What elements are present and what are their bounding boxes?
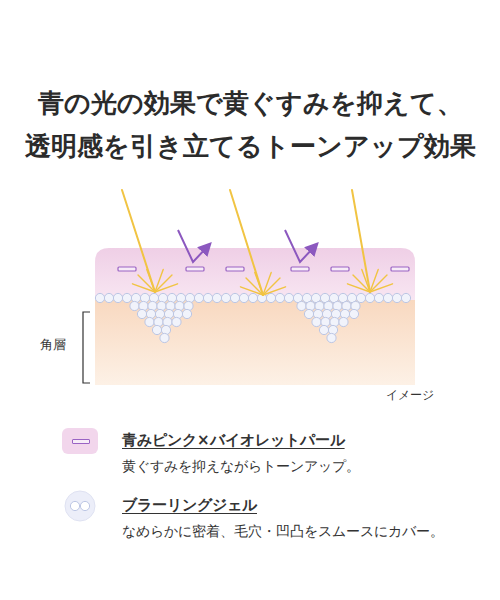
- diagram-label: イメージ: [386, 388, 434, 403]
- gel-bubble: [284, 293, 293, 302]
- gel-bubble: [349, 309, 358, 318]
- gel-bubble: [160, 333, 169, 342]
- gel-bubble: [356, 293, 365, 302]
- skin-layer: [95, 292, 415, 385]
- gel-bubble: [383, 293, 392, 302]
- gel-bubble: [145, 317, 154, 326]
- gel-bubble: [266, 293, 275, 302]
- gel-bubble: [230, 293, 239, 302]
- light-ray: [255, 272, 263, 295]
- gel-bubble: [374, 293, 383, 302]
- legend-swatch: [62, 428, 98, 454]
- gel-bubble: [275, 293, 284, 302]
- gel-bubble: [339, 317, 348, 326]
- legend-item: ブラーリングジェル: [62, 493, 482, 523]
- gel-bubble: [392, 293, 401, 302]
- gel-circle: [65, 491, 95, 521]
- gel-bubble: [365, 293, 374, 302]
- legend-heading: ブラーリングジェル: [122, 496, 257, 515]
- gel-bubble: [203, 293, 212, 302]
- gel-bubble: [152, 325, 161, 334]
- light-ray: [362, 269, 370, 292]
- gel-bubble: [122, 293, 131, 302]
- gel-bubble: [304, 309, 313, 318]
- gel-bubble: [327, 333, 336, 342]
- legend-gel-symbol: [62, 490, 98, 522]
- gel-bubble: [297, 301, 306, 310]
- gel-bubble: [312, 317, 321, 326]
- pearl-dash: [72, 439, 90, 444]
- gel-bubble: [212, 293, 221, 302]
- light-rays: [122, 190, 393, 295]
- light-ray: [263, 287, 286, 295]
- gel-bubble: [70, 501, 79, 510]
- legend-description: なめらかに密着、毛穴・凹凸をスムースにカバー。: [122, 523, 444, 541]
- gel-bubble: [95, 293, 104, 302]
- gel-bubble: [172, 317, 181, 326]
- gel-bubble: [80, 501, 89, 510]
- gel-bubble: [221, 293, 230, 302]
- legend-item: 青みピンク×バイオレットパール: [62, 428, 482, 458]
- light-ray: [155, 284, 178, 292]
- gel-bubble: [239, 293, 248, 302]
- legend-description: 黄ぐすみを抑えながらトーンアップ。: [122, 458, 360, 476]
- gel-bubble: [248, 293, 257, 302]
- blue-light-reflection: [178, 230, 315, 262]
- gel-bubble: [319, 325, 328, 334]
- gel-bubble: [401, 293, 410, 302]
- gel-bubble: [113, 293, 122, 302]
- gel-bubble: [182, 309, 191, 318]
- gel-bubble: [104, 293, 113, 302]
- light-ray: [370, 284, 393, 292]
- layer-bracket: [83, 312, 90, 383]
- gel-bubble: [194, 293, 203, 302]
- title: 青の光の効果で黄ぐすみを抑えて、 透明感を引き立てるトーンアップ効果: [10, 82, 490, 168]
- legend-heading: 青みピンク×バイオレットパール: [122, 431, 345, 450]
- diagram-label: 角層: [40, 337, 66, 353]
- gel-bubbles: [95, 293, 410, 342]
- light-ray: [147, 269, 155, 292]
- gel-bubble: [130, 301, 139, 310]
- gel-bubble: [137, 309, 146, 318]
